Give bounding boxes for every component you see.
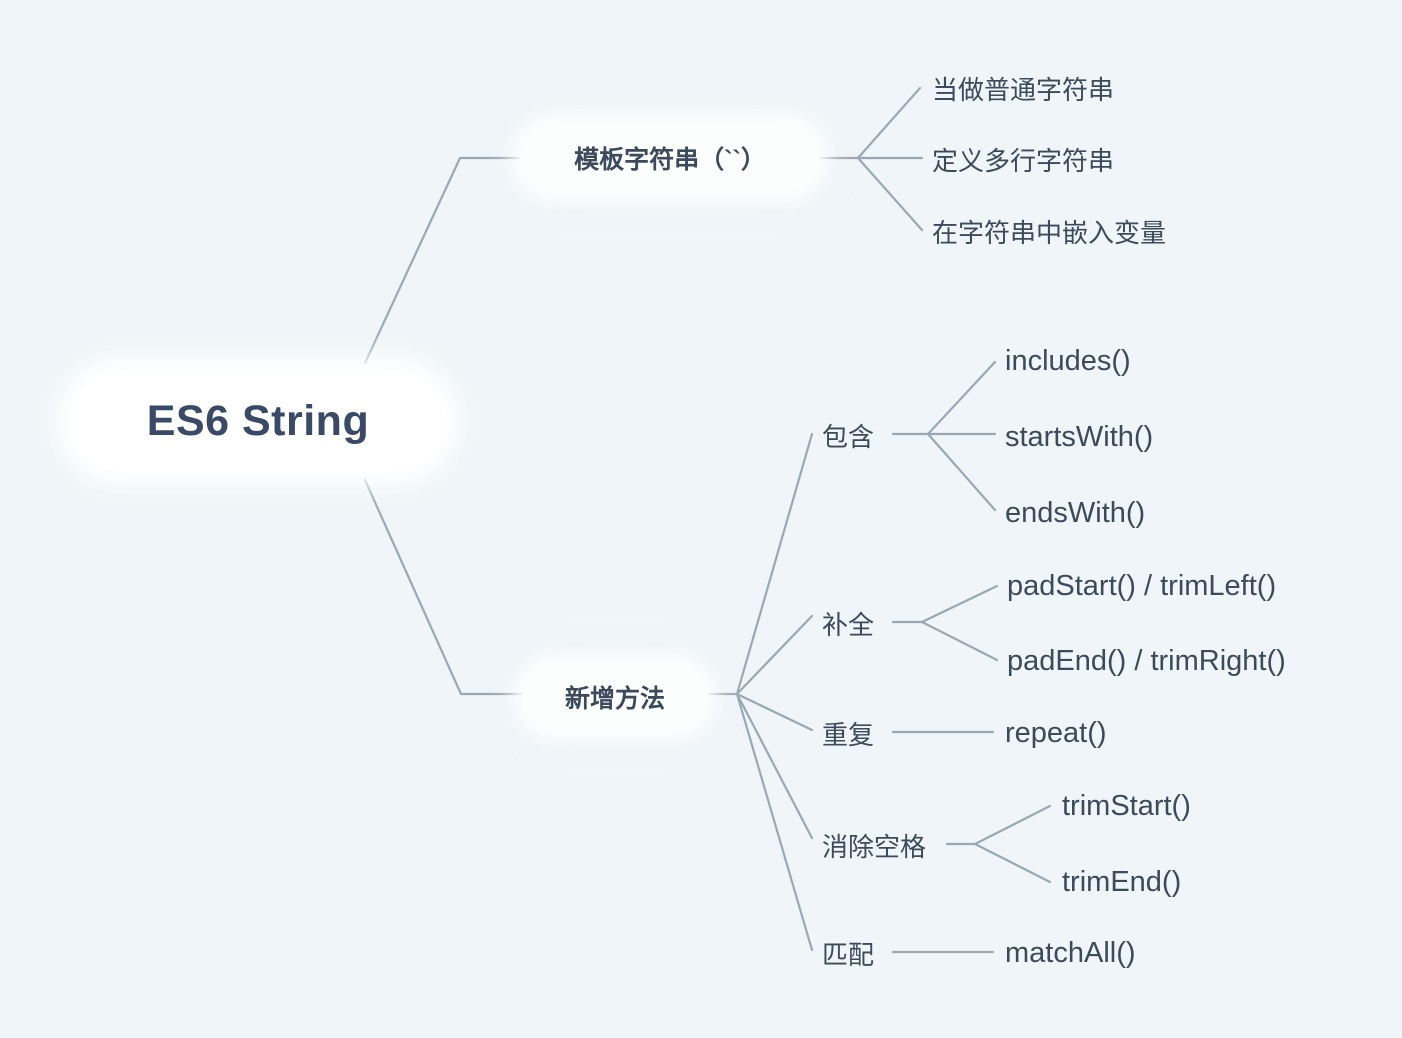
leaf-multiline-string[interactable]: 定义多行字符串 [932, 145, 1115, 176]
edge-methods-to-trim-space [735, 692, 814, 840]
edge-pad-to-padstart [920, 584, 999, 624]
edge-contains-to-includes [926, 360, 997, 436]
branch-node-template-string[interactable]: 模板字符串（``） [520, 123, 820, 193]
leaf-embed-variable[interactable]: 在字符串中嵌入变量 [932, 217, 1167, 248]
method-includes[interactable]: includes() [1005, 344, 1131, 377]
edge-pad-to-padend [920, 620, 999, 662]
leaf-plain-string[interactable]: 当做普通字符串 [932, 74, 1115, 105]
method-padstart[interactable]: padStart() / trimLeft() [1007, 569, 1277, 602]
edge-methods-to-match [735, 692, 814, 952]
method-endswith[interactable]: endsWith() [1005, 496, 1146, 529]
edge-template-to-plain-string [856, 86, 922, 160]
edge-methods-to-repeat [735, 692, 814, 732]
edge-contains-to-endswith [926, 432, 997, 512]
edge-methods-to-contains [735, 432, 814, 696]
method-repeat[interactable]: repeat() [1005, 716, 1107, 749]
edge-root-to-new-methods [363, 478, 526, 696]
method-padend[interactable]: padEnd() / trimRight() [1007, 644, 1286, 677]
method-trimstart[interactable]: trimStart() [1062, 789, 1191, 822]
root-node[interactable]: ES6 String [70, 371, 446, 471]
method-matchall[interactable]: matchAll() [1005, 936, 1136, 969]
category-pad[interactable]: 补全 [822, 609, 875, 640]
edge-trim-to-trimend [973, 842, 1052, 884]
category-contains[interactable]: 包含 [822, 421, 875, 452]
edge-root-to-template-string [363, 156, 526, 365]
edge-methods-to-pad [735, 614, 814, 696]
method-startswith[interactable]: startsWith() [1005, 420, 1154, 453]
category-trim-space[interactable]: 消除空格 [822, 831, 927, 862]
branch-node-new-methods[interactable]: 新增方法 [522, 663, 708, 731]
category-repeat[interactable]: 重复 [822, 719, 875, 750]
edge-template-to-embed-variable [856, 156, 924, 232]
edge-trim-to-trimstart [973, 804, 1052, 846]
category-match[interactable]: 匹配 [822, 939, 875, 970]
method-trimend[interactable]: trimEnd() [1062, 865, 1182, 898]
